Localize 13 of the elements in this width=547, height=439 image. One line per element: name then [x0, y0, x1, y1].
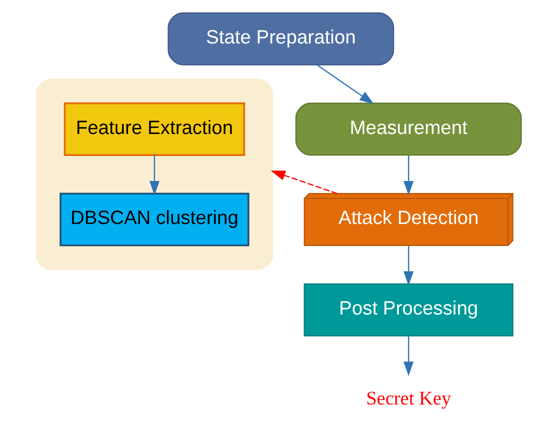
cluster — [35, 78, 273, 270]
arrow — [148, 155, 160, 196]
arrow — [403, 336, 414, 376]
arrow — [403, 246, 414, 286]
node-box: State Preparation — [167, 12, 394, 66]
arrow — [270, 170, 337, 194]
node-text: Secret Key — [366, 388, 451, 410]
node-box: Feature Extraction — [63, 102, 245, 156]
node-box: Post Processing — [303, 283, 513, 336]
node-box: DBSCAN clustering — [59, 192, 249, 246]
arrow — [316, 64, 374, 104]
arrow — [403, 155, 414, 196]
node-box: Measurement — [294, 102, 522, 156]
